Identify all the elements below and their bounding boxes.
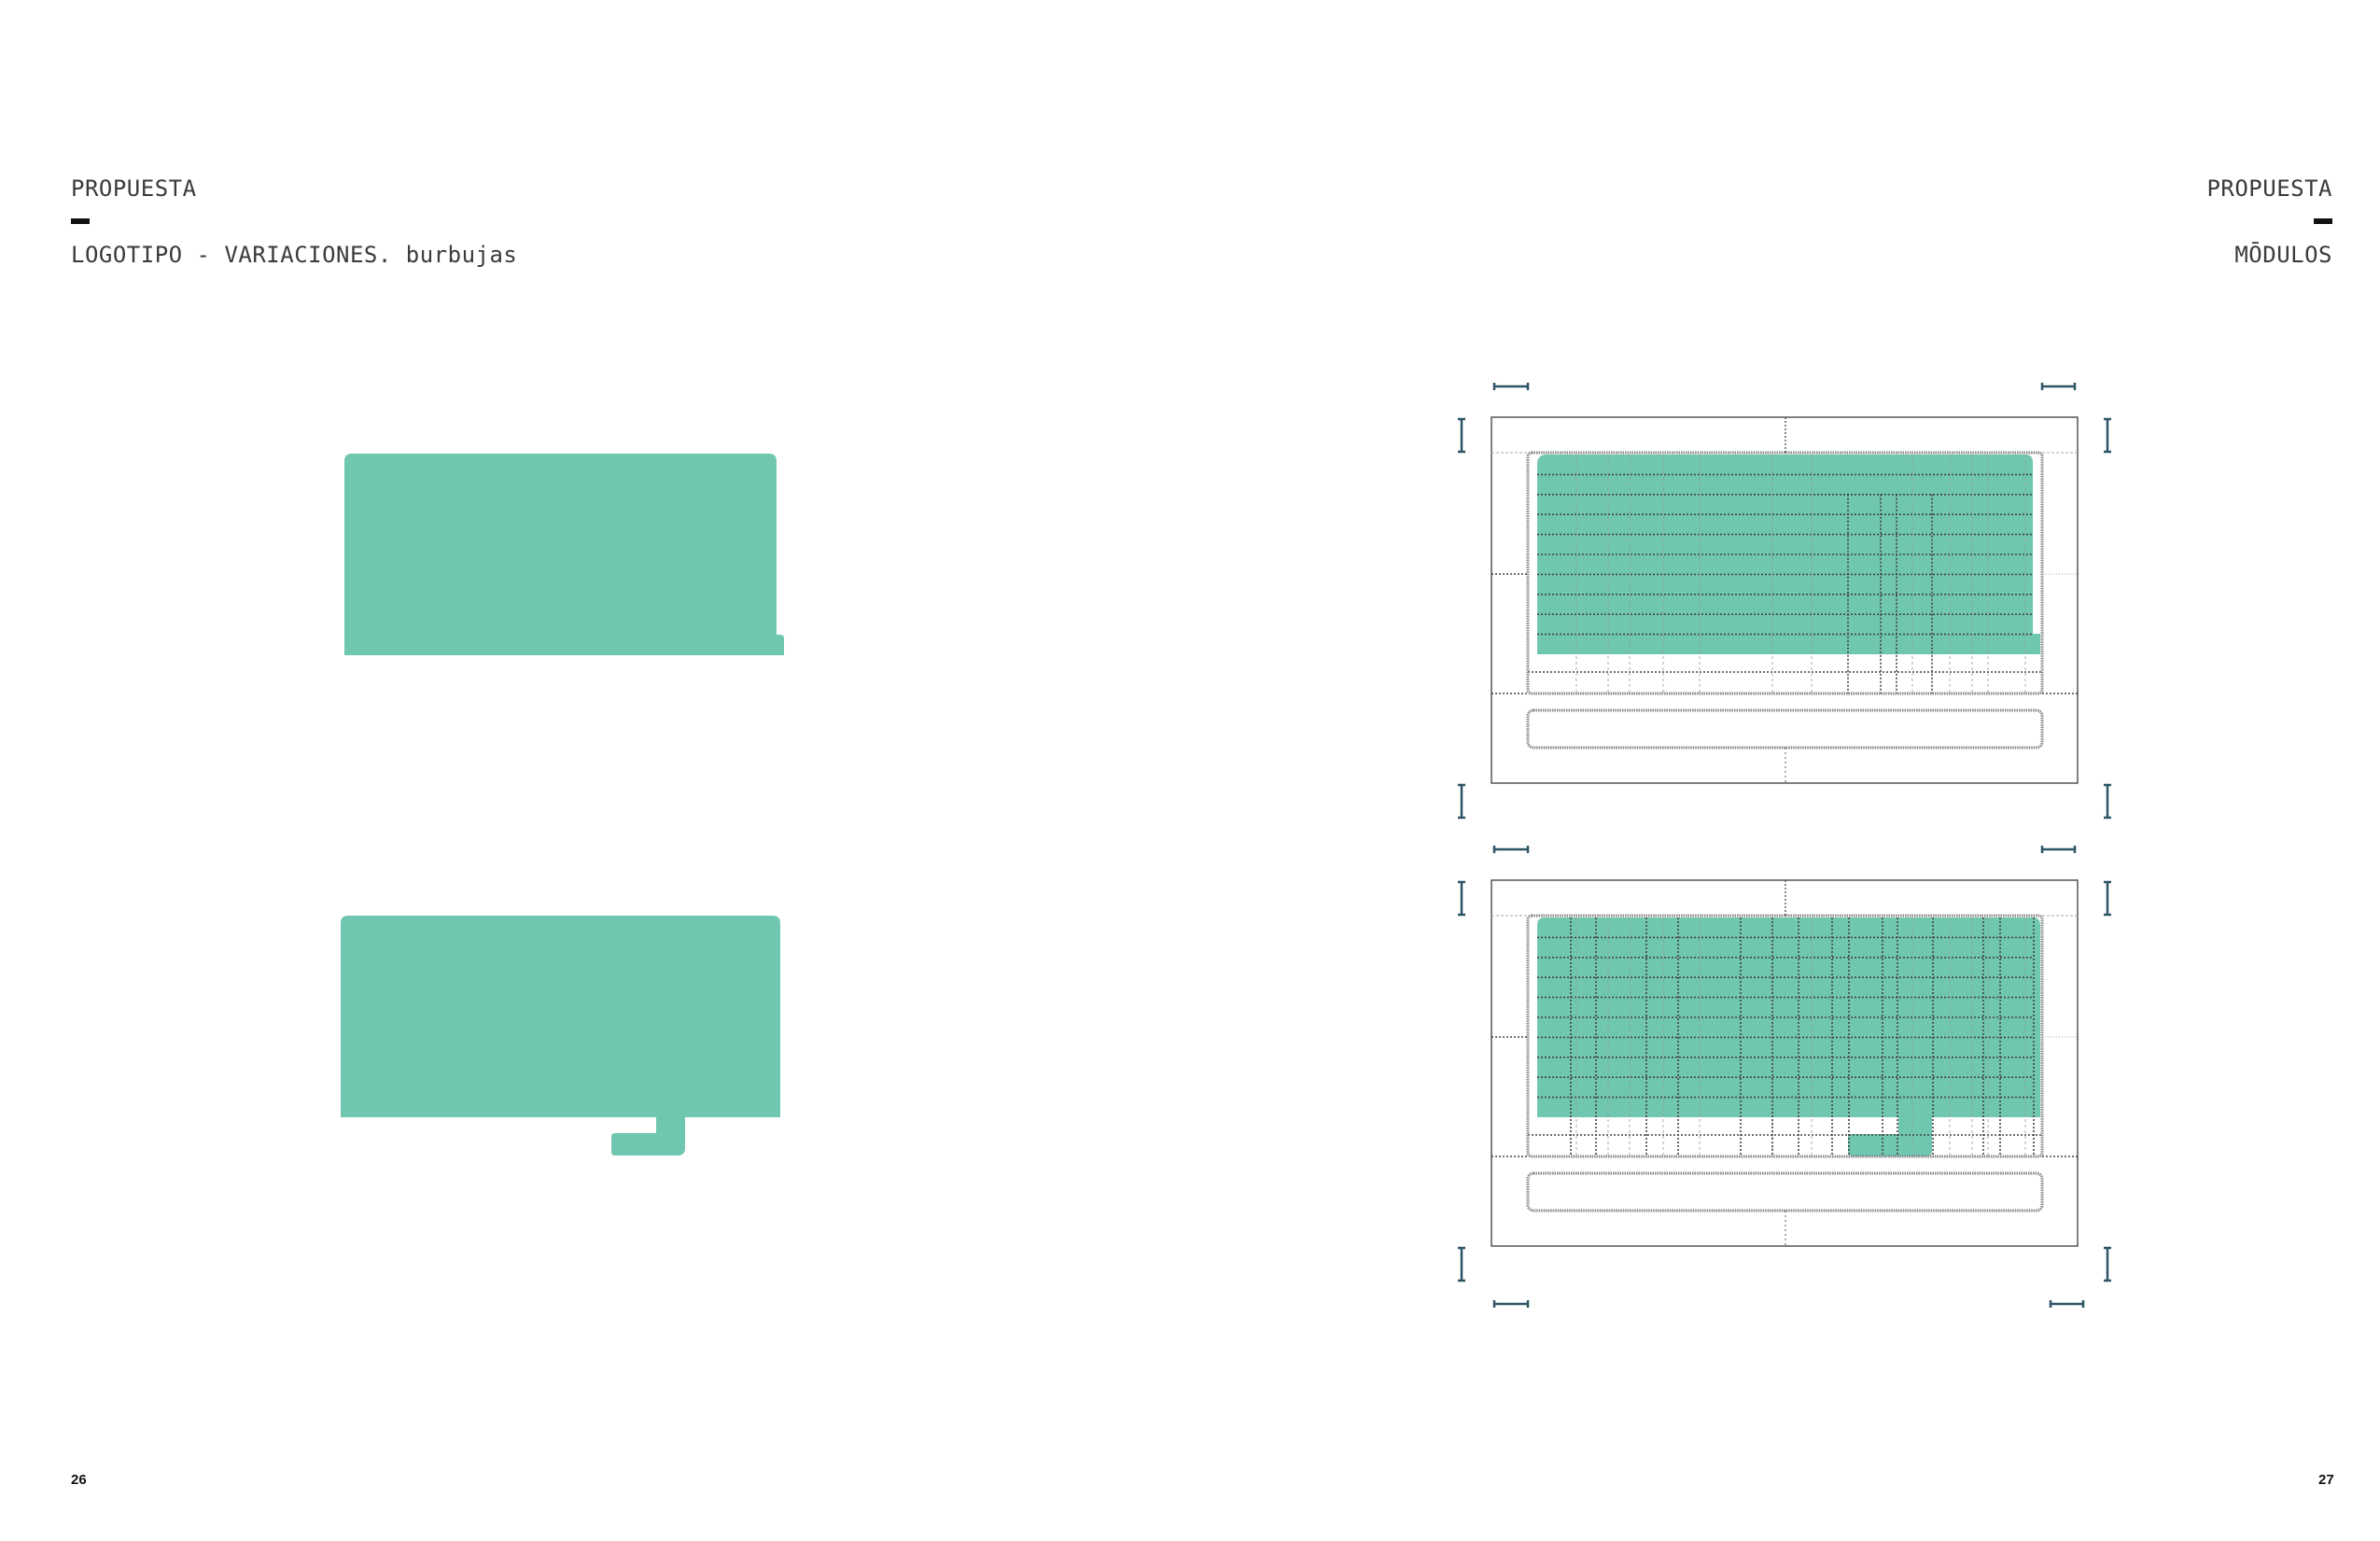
- right-section-label: PROPUESTA: [2206, 175, 2332, 202]
- vertical-measure-icon: [1458, 1246, 1465, 1282]
- horizontal-measure-icon: [1492, 1300, 1530, 1308]
- vertical-measure-icon: [1458, 417, 1465, 454]
- horizontal-measure-icon: [2040, 846, 2077, 853]
- left-page-number: 26: [71, 1472, 87, 1488]
- horizontal-measure-icon: [1492, 383, 1530, 390]
- logo-bubble-shape: [341, 916, 780, 1156]
- vertical-measure-icon: [2104, 783, 2111, 820]
- left-page-title: LOGOTIPO - VARIACIONES. burbujas: [71, 242, 518, 268]
- vertical-measure-icon: [2104, 880, 2111, 917]
- left-section-label: PROPUESTA: [71, 175, 197, 202]
- horizontal-measure-icon: [2040, 383, 2077, 390]
- module-grid-1: [1458, 383, 2111, 820]
- logo-bubble-shape: [344, 454, 784, 655]
- logo-variation-1: [344, 454, 784, 655]
- vertical-measure-icon: [1458, 880, 1465, 917]
- horizontal-measure-icon: [1492, 846, 1530, 853]
- module-bottom-bar: [1526, 1171, 2044, 1212]
- right-section-dash: [2314, 218, 2332, 224]
- vertical-measure-icon: [2104, 417, 2111, 454]
- logo-variation-2: [341, 916, 780, 1156]
- vertical-measure-icon: [1458, 783, 1465, 820]
- module-grid-2: [1458, 846, 2111, 1308]
- horizontal-measure-icon: [2049, 1300, 2085, 1308]
- right-page-number: 27: [2318, 1472, 2334, 1488]
- module-bottom-bar: [1526, 708, 2044, 749]
- vertical-measure-icon: [2104, 1246, 2111, 1282]
- left-section-dash: [71, 218, 90, 224]
- right-page-title: MŌDULOS: [2234, 242, 2332, 268]
